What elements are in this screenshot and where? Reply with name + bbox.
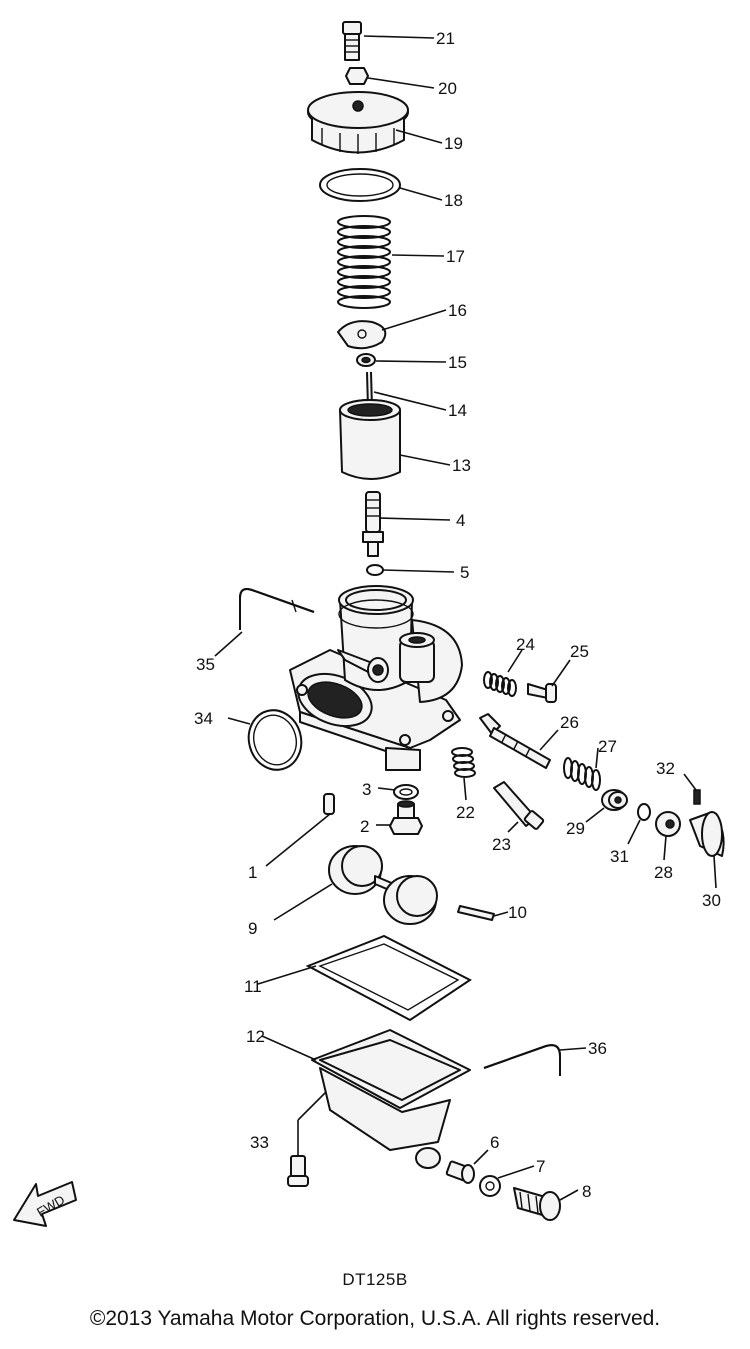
part-17-throttle-valve-spring (337, 215, 391, 309)
part-5-o-ring (366, 564, 384, 576)
part-15-clip (356, 353, 376, 367)
part-29-starter-plunger-nut (601, 789, 628, 811)
part-10-float-pin (457, 905, 495, 921)
part-19-mixing-chamber-top (307, 91, 409, 154)
callout-33: 33 (250, 1133, 269, 1152)
part-2-main-jet (389, 800, 423, 835)
part-3-washer (393, 784, 419, 800)
part-36-overflow-pipe (483, 1044, 561, 1076)
callout-9: 9 (248, 919, 257, 938)
model-code: DT125B (342, 1270, 408, 1289)
callout-26: 26 (560, 713, 579, 732)
callout-19: 19 (444, 134, 463, 153)
part-23-adjusting-screw (493, 781, 545, 830)
part-21-cable-adjuster (342, 21, 362, 61)
callout-6: 6 (490, 1133, 499, 1152)
callout-21: 21 (436, 29, 455, 48)
part-12-float-chamber (311, 1029, 471, 1169)
callout-11: 11 (244, 977, 262, 996)
part-32-pin (693, 789, 701, 805)
callout-12: 12 (246, 1027, 265, 1046)
callout-14: 14 (448, 401, 467, 420)
callout-3: 3 (362, 780, 371, 799)
part-7-washer (479, 1175, 501, 1197)
part-26-throttle-stop-screw (479, 713, 551, 769)
copyright-notice: ©2013 Yamaha Motor Corporation, U.S.A. A… (89, 1307, 661, 1330)
callout-15: 15 (448, 353, 467, 372)
part-1-pilot-jet (323, 793, 335, 815)
callout-28: 28 (654, 863, 673, 882)
callout-36: 36 (588, 1039, 607, 1058)
callout-18: 18 (444, 191, 463, 210)
part-30-plunger-cap (689, 811, 725, 857)
callout-1: 1 (248, 863, 257, 882)
callout-7: 7 (536, 1157, 545, 1176)
callout-27: 27 (598, 737, 617, 756)
callout-4: 4 (456, 511, 465, 530)
callout-32: 32 (656, 759, 675, 778)
leader-lines (214, 35, 717, 1201)
part-8-plug-bolt (513, 1187, 561, 1221)
callout-2: 2 (360, 817, 369, 836)
part-34-o-ring (247, 709, 303, 771)
part-11-float-chamber-gasket (305, 934, 472, 1022)
part-13-throttle-valve (339, 399, 401, 480)
callout-29: 29 (566, 819, 585, 838)
part-25-pilot-air-screw (527, 683, 557, 703)
callout-24: 24 (516, 635, 535, 654)
part-20-locknut (345, 67, 369, 85)
part-31-clip (637, 803, 651, 821)
part-22-spring (451, 747, 476, 778)
callout-23: 23 (492, 835, 511, 854)
part-35-air-vent-pipe (239, 588, 315, 630)
callout-8: 8 (582, 1182, 591, 1201)
part-27-spring (563, 757, 601, 791)
callout-20: 20 (438, 79, 457, 98)
callout-5: 5 (460, 563, 469, 582)
part-9-float (328, 845, 438, 925)
carburetor-body (289, 585, 463, 771)
part-24-spring (483, 671, 517, 697)
callout-22: 22 (456, 803, 475, 822)
part-4-needle-jet (362, 491, 384, 557)
callout-10: 10 (508, 903, 527, 922)
part-28-cap-nut (655, 811, 681, 837)
callout-34: 34 (194, 709, 213, 728)
callout-25: 25 (570, 642, 589, 661)
callout-31: 31 (610, 847, 629, 866)
callout-35: 35 (196, 655, 215, 674)
part-6-drain-plug (445, 1160, 475, 1184)
callout-30: 30 (702, 891, 721, 910)
callout-labels: 21 20 19 18 17 16 15 14 13 4 5 35 24 25 … (194, 29, 721, 1201)
callout-13: 13 (452, 456, 471, 475)
callout-16: 16 (448, 301, 467, 320)
part-18-gasket (319, 168, 401, 202)
callout-17: 17 (446, 247, 465, 266)
part-16-needle-holder-plate (337, 320, 387, 350)
fwd-arrow-icon: FWD (13, 1181, 77, 1227)
part-33-screw (287, 1155, 309, 1187)
